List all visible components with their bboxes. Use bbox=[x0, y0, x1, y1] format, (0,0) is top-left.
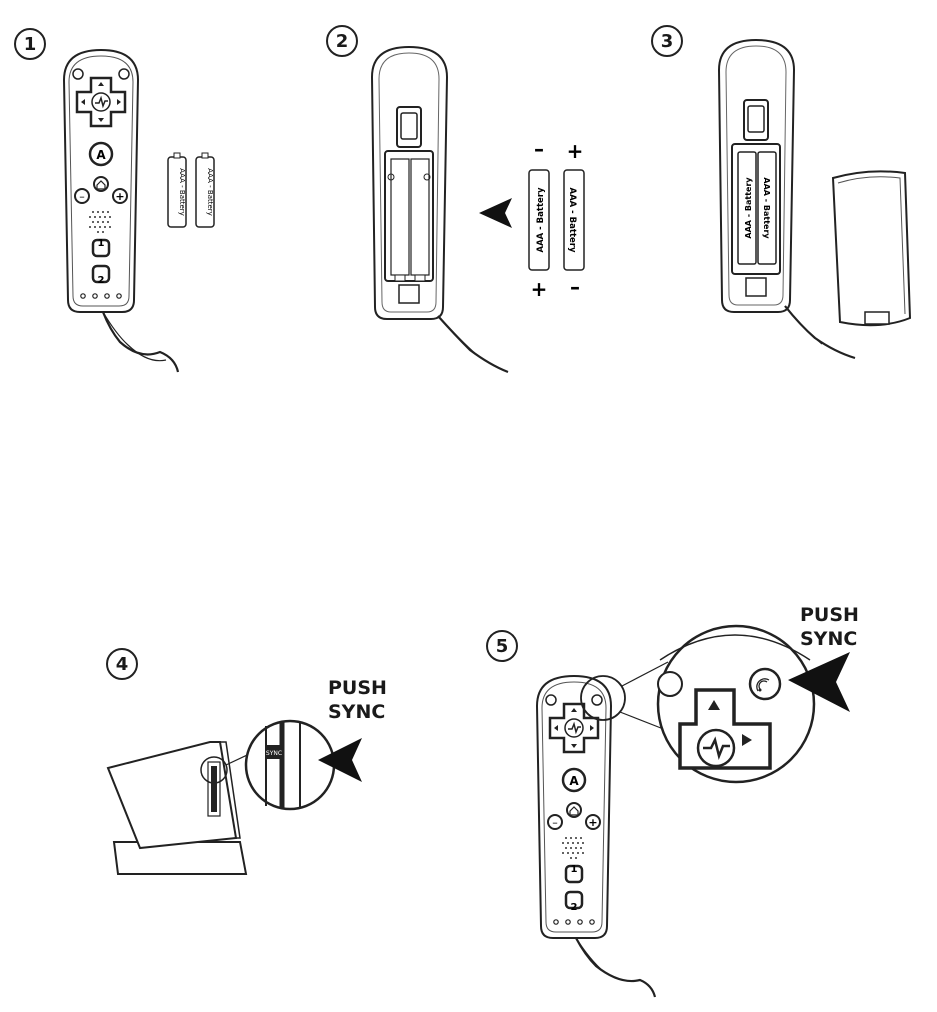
polarity-minus-top-left: – bbox=[534, 137, 544, 161]
step-1-two-button-label: 2 bbox=[98, 275, 105, 286]
console-sync-label: SYNC bbox=[266, 750, 282, 757]
battery-label: AAA - Battery bbox=[206, 168, 214, 216]
step-2-wrist-strap-inner bbox=[438, 316, 478, 356]
polarity-plus-top-right: + bbox=[567, 139, 584, 163]
step-1-battery-right: AAA - Battery bbox=[196, 153, 214, 227]
battery-label: AAA - Battery bbox=[744, 177, 753, 239]
step-5-wrist-strap bbox=[576, 938, 655, 997]
step-5-wrist-strap-inner bbox=[576, 938, 604, 972]
step-2-battery-left: AAA - Battery bbox=[529, 170, 549, 270]
step-2-insert-arrow bbox=[479, 198, 512, 228]
step-1-remote-front bbox=[64, 50, 138, 312]
step-5-a-button-label: A bbox=[569, 774, 579, 788]
step-5-plus-button-label: + bbox=[588, 816, 597, 829]
step-5-minus-button-label: – bbox=[552, 816, 558, 829]
step-5-remote-front bbox=[537, 676, 611, 938]
polarity-plus-bottom-left: + bbox=[531, 277, 548, 301]
step-2-remote-back-open bbox=[372, 47, 447, 319]
battery-label: AAA - Battery bbox=[178, 168, 186, 216]
step-1-battery-left: AAA - Battery bbox=[168, 153, 186, 227]
step-1-wrist-strap bbox=[103, 312, 178, 372]
step-1-a-button-label: A bbox=[96, 148, 106, 162]
battery-label: AAA - Battery bbox=[567, 187, 577, 252]
step-4-sync-zoom-view: SYNC bbox=[246, 721, 334, 809]
step-2-battery-right: AAA - Battery bbox=[564, 170, 584, 270]
step-5-one-button-label: 1 bbox=[571, 864, 578, 875]
battery-label: AAA - Battery bbox=[762, 177, 771, 239]
step-1-one-button-label: 1 bbox=[98, 238, 105, 249]
step-1-minus-button-label: – bbox=[79, 190, 85, 203]
polarity-minus-bottom-right: – bbox=[570, 275, 580, 299]
battery-label: AAA - Battery bbox=[536, 187, 546, 252]
step-4-console bbox=[108, 742, 262, 874]
step-1-plus-button-label: + bbox=[115, 190, 124, 203]
step-5-two-button-label: 2 bbox=[571, 902, 578, 913]
step-3-battery-cover bbox=[833, 171, 910, 325]
step-2-wrist-strap bbox=[438, 316, 508, 372]
step-3-remote-back-loaded: AAA - Battery AAA - Battery bbox=[719, 40, 794, 312]
step-5-sync-zoom-view bbox=[658, 626, 814, 782]
